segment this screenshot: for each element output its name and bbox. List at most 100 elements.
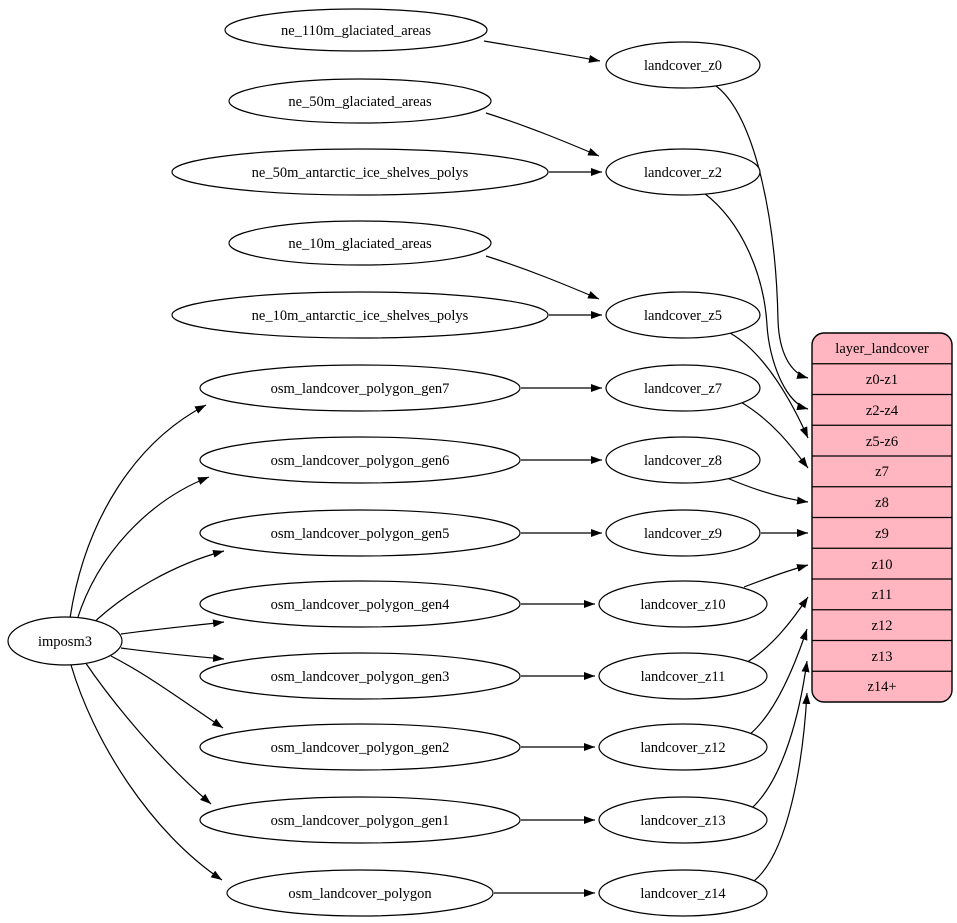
table-row-label: z14+ xyxy=(867,679,896,695)
node-osm_landcover_polygon_gen6: osm_landcover_polygon_gen6 xyxy=(199,436,521,484)
node-ellipse xyxy=(7,616,123,666)
node-osm_landcover_polygon_gen3: osm_landcover_polygon_gen3 xyxy=(199,652,521,700)
node-ne_110m_glaciated_areas: ne_110m_glaciated_areas xyxy=(224,8,488,52)
node-landcover_z5: landcover_z5 xyxy=(605,291,761,339)
table-row-label: z8 xyxy=(875,495,889,511)
node-label: ne_110m_glaciated_areas xyxy=(281,23,431,39)
table-row-label: z11 xyxy=(872,587,892,603)
node-landcover_z9: landcover_z9 xyxy=(605,509,761,557)
edge-landcover_z11-to-layer_landcover-z11 xyxy=(743,596,809,665)
table-row-label: z7 xyxy=(875,464,889,480)
node-ellipse xyxy=(598,869,768,917)
node-label: landcover_z13 xyxy=(640,813,725,829)
node-label: landcover_z11 xyxy=(641,669,726,685)
node-label: osm_landcover_polygon_gen7 xyxy=(271,381,450,397)
node-ellipse xyxy=(199,796,521,844)
node-ellipse xyxy=(199,509,521,557)
edge-landcover_z10-to-layer_landcover-z10 xyxy=(743,564,809,588)
node-landcover_z13: landcover_z13 xyxy=(598,796,768,844)
edge-landcover_z8-to-layer_landcover-z8 xyxy=(726,477,809,505)
node-label: ne_10m_antarctic_ice_shelves_polys xyxy=(252,308,469,324)
node-ne_10m_antarctic_ice_shelves_polys: ne_10m_antarctic_ice_shelves_polys xyxy=(171,291,549,339)
node-osm_landcover_polygon_gen1: osm_landcover_polygon_gen1 xyxy=(199,796,521,844)
edge-imposm3-to-osm_landcover_polygon_gen6 xyxy=(76,476,210,621)
node-ellipse xyxy=(199,364,521,412)
node-landcover_z2: landcover_z2 xyxy=(605,148,761,196)
edge-imposm3-to-osm_landcover_polygon_gen5 xyxy=(88,549,225,628)
node-label: landcover_z12 xyxy=(640,740,725,756)
edge-imposm3-to-osm_landcover_polygon_gen7 xyxy=(69,404,207,619)
node-ellipse xyxy=(199,652,521,700)
node-ellipse xyxy=(228,78,492,124)
node-ellipse xyxy=(226,869,494,917)
node-ellipse xyxy=(224,8,488,52)
node-landcover_z0: landcover_z0 xyxy=(605,41,761,89)
node-label: osm_landcover_polygon_gen4 xyxy=(271,597,451,613)
node-ellipse xyxy=(199,580,521,628)
node-ellipse xyxy=(228,220,492,266)
table-row-label: z9 xyxy=(875,526,889,542)
node-label: landcover_z7 xyxy=(644,381,722,397)
node-ellipse xyxy=(598,796,768,844)
node-label: landcover_z0 xyxy=(644,58,722,74)
node-label: osm_landcover_polygon xyxy=(288,886,432,902)
node-ellipse xyxy=(605,509,761,557)
edge-landcover_z5-to-layer_landcover-z5-z6 xyxy=(729,332,809,439)
edge-imposm3-to-osm_landcover_polygon_gen3 xyxy=(120,647,225,663)
table-row-label: z10 xyxy=(872,557,893,573)
node-ellipse xyxy=(605,148,761,196)
node-ellipse xyxy=(598,652,768,700)
table-row-label: z2-z4 xyxy=(866,403,899,419)
node-label: landcover_z9 xyxy=(644,526,722,542)
edge-landcover_z14-to-layer_landcover-z14plus xyxy=(753,692,811,882)
table-row-label: z12 xyxy=(872,618,893,634)
node-label: ne_10m_glaciated_areas xyxy=(288,236,432,252)
node-label: ne_50m_glaciated_areas xyxy=(288,94,432,110)
edge-imposm3-to-osm_landcover_polygon_gen1 xyxy=(84,661,212,805)
node-label: ne_50m_antarctic_ice_shelves_polys xyxy=(252,165,469,181)
node-label: landcover_z5 xyxy=(644,308,722,324)
node-ellipse xyxy=(605,291,761,339)
table-title: layer_landcover xyxy=(835,341,929,357)
node-ellipse xyxy=(171,291,549,339)
edge-imposm3-to-osm_landcover_polygon_gen2 xyxy=(110,655,224,729)
node-ellipse xyxy=(598,723,768,771)
node-ellipse xyxy=(199,436,521,484)
node-label: landcover_z10 xyxy=(640,597,725,613)
node-landcover_z14: landcover_z14 xyxy=(598,869,768,917)
node-osm_landcover_polygon_gen7: osm_landcover_polygon_gen7 xyxy=(199,364,521,412)
node-osm_landcover_polygon: osm_landcover_polygon xyxy=(226,869,494,917)
node-ne_10m_glaciated_areas: ne_10m_glaciated_areas xyxy=(228,220,492,266)
table-row-label: z0-z1 xyxy=(866,372,898,388)
node-imposm3: imposm3 xyxy=(7,616,123,666)
node-ellipse xyxy=(598,580,768,628)
node-ellipse xyxy=(605,41,761,89)
edge-imposm3-to-osm_landcover_polygon xyxy=(70,664,223,881)
edge-landcover_z7-to-layer_landcover-z7 xyxy=(738,400,809,469)
table-row-label: z13 xyxy=(872,649,893,665)
node-label: osm_landcover_polygon_gen1 xyxy=(271,813,450,829)
edge-landcover_z2-to-layer_landcover-z2-z4 xyxy=(703,192,809,411)
edge-ne_50m_glaciated_areas-to-landcover_z2 xyxy=(485,112,600,157)
node-ne_50m_antarctic_ice_shelves_polys: ne_50m_antarctic_ice_shelves_polys xyxy=(171,148,549,196)
node-label: osm_landcover_polygon_gen5 xyxy=(271,526,450,542)
edge-landcover_z13-to-layer_landcover-z13 xyxy=(751,660,810,809)
node-label: osm_landcover_polygon_gen2 xyxy=(271,740,450,756)
node-ne_50m_glaciated_areas: ne_50m_glaciated_areas xyxy=(228,78,492,124)
node-ellipse xyxy=(605,436,761,484)
node-landcover_z7: landcover_z7 xyxy=(605,364,761,412)
node-label: osm_landcover_polygon_gen6 xyxy=(271,453,450,469)
table-layer_landcover: layer_landcover z0-z1 z2-z4 z5-z6 z7 z8 … xyxy=(811,332,953,703)
table-row-label: z5-z6 xyxy=(866,434,898,450)
edge-landcover_z0-to-layer_landcover-z0-z1 xyxy=(715,85,809,379)
node-label: landcover_z2 xyxy=(644,165,722,181)
edges xyxy=(69,40,811,897)
node-ellipse xyxy=(171,148,549,196)
node-label: landcover_z14 xyxy=(640,886,726,902)
node-label: landcover_z8 xyxy=(644,453,722,469)
node-ellipse xyxy=(605,364,761,412)
node-landcover_z12: landcover_z12 xyxy=(598,723,768,771)
node-osm_landcover_polygon_gen2: osm_landcover_polygon_gen2 xyxy=(199,723,521,771)
